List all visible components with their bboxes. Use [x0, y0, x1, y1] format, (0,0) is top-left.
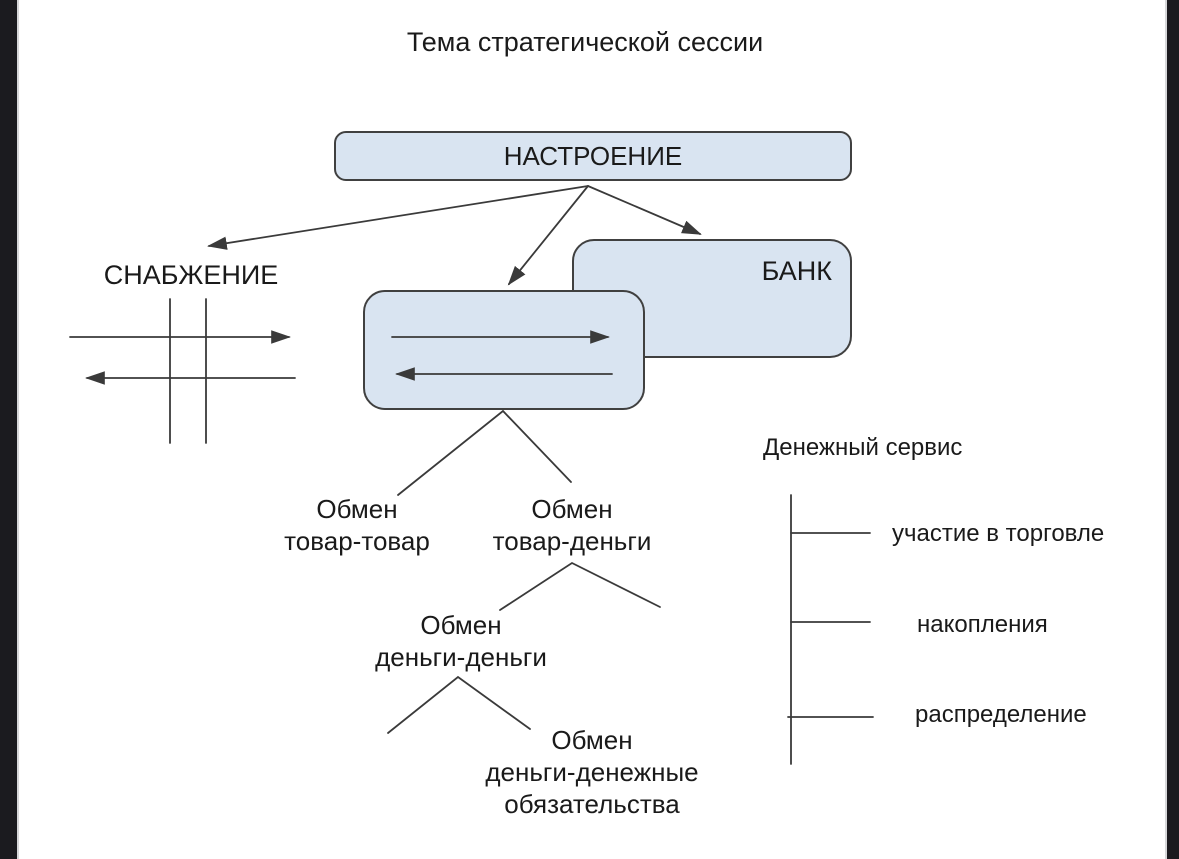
- exchange-money-obligations-line2: деньги-денежные: [485, 757, 699, 787]
- branch-exchange-children: [397, 409, 572, 496]
- exchange-goods-goods-line2: товар-товар: [284, 526, 430, 556]
- mood-node: НАСТРОЕНИЕ: [334, 131, 852, 181]
- money-service-item-trade: участие в торговле: [892, 520, 1105, 547]
- exchange-goods-money-line1: Обмен: [531, 494, 613, 524]
- money-service-item-savings: накопления: [917, 611, 1048, 638]
- exchange-goods-goods-label: Обмен товар-товар: [284, 493, 430, 557]
- money-service-item-distribution: распределение: [915, 701, 1087, 728]
- supply-label: СНАБЖЕНИЕ: [103, 260, 279, 290]
- diagram-title: Тема стратегической сессии: [406, 27, 764, 57]
- exchange-money-obligations-label: Обмен деньги-денежные обязательства: [485, 724, 698, 820]
- exchange-goods-money-line2: товар-деньги: [492, 526, 652, 556]
- exchange-node: [363, 290, 645, 410]
- connector-mood-bank-arrow: [587, 185, 702, 235]
- bank-node-label: БАНК: [761, 256, 832, 286]
- exchange-money-money-label: Обмен деньги-деньги: [375, 609, 547, 673]
- left-frame-bar: [0, 0, 19, 859]
- right-frame-bar: [1165, 0, 1179, 859]
- exchange-money-money-line2: деньги-деньги: [375, 642, 547, 672]
- money-service-title: Денежный сервис: [763, 434, 963, 461]
- exchange-goods-goods-line1: Обмен: [316, 494, 398, 524]
- exchange-money-money-line1: Обмен: [420, 610, 502, 640]
- exchange-money-obligations-line3: обязательства: [504, 789, 680, 819]
- exchange-money-obligations-line1: Обмен: [551, 725, 633, 755]
- connector-mood-supply-arrow: [207, 185, 589, 250]
- branch-goods-money-children: [499, 561, 661, 611]
- mood-node-label: НАСТРОЕНИЕ: [503, 140, 683, 171]
- exchange-goods-money-label: Обмен товар-деньги: [493, 493, 652, 557]
